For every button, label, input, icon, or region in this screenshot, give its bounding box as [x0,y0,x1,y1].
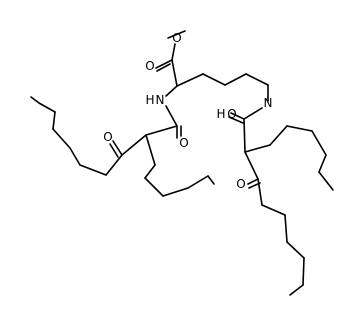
bond-rh-5 [318,154,327,173]
atom-n-left: N [156,93,165,107]
bond-rh-1 [244,144,271,153]
bond-camide-right-calpha [243,118,246,153]
bond-camide-left-calpha [145,125,178,136]
atom-o-ester-methoxy: O [172,31,181,45]
bond-c3-c4 [245,73,269,86]
bond-rh-6 [318,171,334,191]
bond-lh-1 [145,134,156,166]
bond-cester-ocarbonyl-1 [155,59,173,69]
atom-labels: O O H N O O N H O O [103,31,272,191]
atom-o-ketone-left: O [103,130,112,144]
bond-lk-7 [30,96,40,104]
bonds [30,30,334,296]
atom-o-amide-left: O [179,136,188,150]
bond-lk-2 [79,164,107,176]
bond-lk-5 [52,111,56,130]
bond-rk-3 [284,214,288,243]
bond-cketone-left-o-1 [112,140,123,156]
bond-calpha-c1 [176,73,204,87]
bond-rh-3 [286,125,313,132]
bond-rk-2 [261,204,286,216]
bond-calpha-n [165,85,178,97]
bond-lk-4 [52,128,71,149]
bond-rh-2 [269,125,288,146]
bond-rk-1 [257,178,263,206]
bond-lh-4 [162,187,189,197]
atom-o-ester-carbonyl: O [145,59,154,73]
bond-lk-6 [38,102,56,113]
bond-camide-right-o-1 [230,112,245,120]
bond-rk-4 [286,241,305,259]
bond-rh-4 [311,130,327,156]
bond-methyl-o [167,30,186,39]
atom-h-left: H [145,93,154,107]
bond-lh-2 [144,164,156,179]
bond-cester-calpha [171,59,178,87]
atom-n-right: N [264,96,273,110]
atom-o-ketone-right: O [236,177,245,191]
bond-rk-5 [302,257,305,286]
bond-lk-3 [69,147,81,166]
bond-cketone-right-o-1 [247,178,259,185]
bond-lh-6 [207,175,215,185]
atom-h-right: H [216,107,225,121]
bond-calpha-right-cketone [244,151,259,180]
bond-o-cester [171,43,176,61]
bond-rk-6 [289,284,304,296]
bond-lh-3 [144,177,164,197]
bond-c2-c3 [224,73,247,86]
bond-calpha-left-cketone [121,134,147,156]
bond-c1-c2 [202,73,226,86]
bond-cketone-left-o-2 [109,143,119,158]
bond-n-camide-left [165,105,178,127]
atom-o-amide-right: O [227,107,236,121]
bond-lk-1 [105,154,123,176]
bond-camide-right-o-2 [228,116,244,124]
bond-cester-ocarbonyl-2 [156,63,171,72]
bond-lh-5 [187,175,209,189]
bond-nright-camide [243,107,263,120]
